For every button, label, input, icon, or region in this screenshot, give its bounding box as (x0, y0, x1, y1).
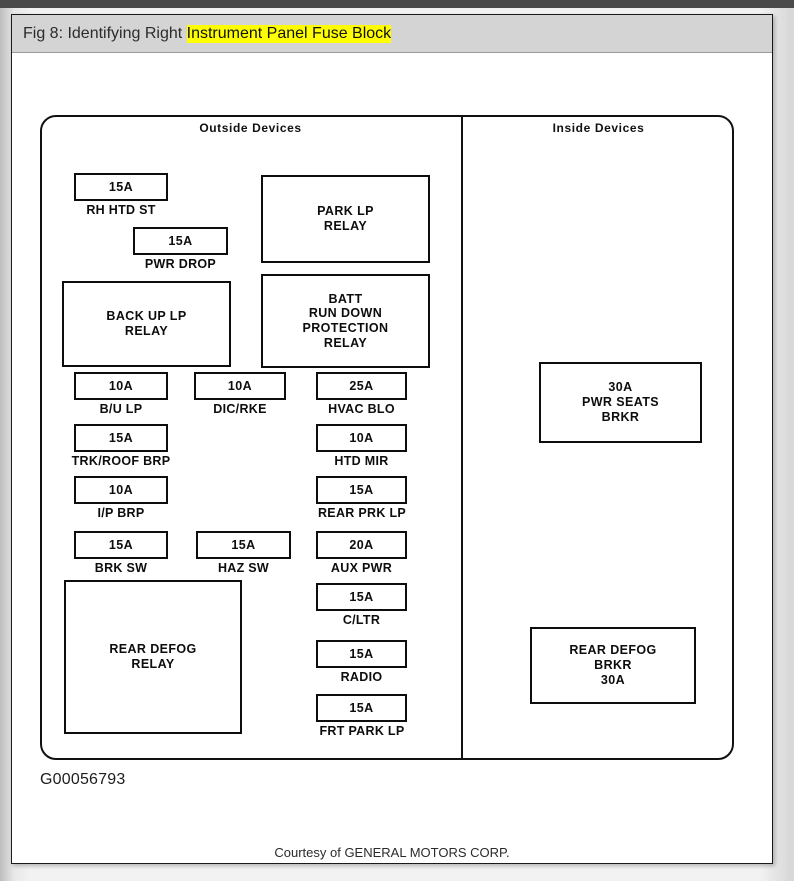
component-label-line: 10A (227, 378, 253, 393)
fuse-haz-sw: 15A (196, 531, 291, 559)
component-label-line: 30A (608, 380, 633, 395)
fuse-caption-trk-roof-brp: TRK/ROOF BRP (71, 454, 171, 468)
component-label-line: 15A (108, 430, 134, 445)
component-label-line: BRKR (601, 409, 640, 424)
component-label-line: 25A (349, 378, 374, 393)
component-label-line: RELAY (323, 219, 368, 233)
component-label-line: 10A (108, 378, 134, 393)
component-label-line: 15A (349, 700, 374, 715)
fuse-caption-dic-rke: DIC/RKE (213, 402, 267, 416)
component-label-line: PROTECTION (302, 321, 389, 335)
fuse-radio: 15A (316, 640, 407, 668)
fuse-caption-htd-mir: HTD MIR (334, 454, 389, 468)
figure-id-label: G00056793 (40, 771, 126, 788)
component-label-line: PWR SEATS (582, 395, 659, 410)
fuse-caption-pwr-drop: PWR DROP (144, 257, 217, 271)
fuse-pwr-drop: 15A (133, 227, 228, 255)
component-label-line: RELAY (124, 324, 169, 338)
window-top-bar (0, 0, 794, 8)
fuse-b-u-lp: 10A (74, 372, 168, 400)
fuse-caption-rear-prk-lp: REAR PRK LP (317, 506, 407, 520)
fuse-frt-park-lp: 15A (316, 694, 407, 722)
fuse-caption-hvac-blo: HVAC BLO (328, 402, 395, 416)
fuse-block-diagram: Outside Devices Inside Devices 15A RH HTD… (12, 53, 772, 863)
fuse-caption-frt-park-lp: FRT PARK LP (319, 724, 405, 738)
component-label-line: 15A (168, 233, 193, 248)
component-label-line: 15A (108, 537, 134, 552)
fuse-rh-htd-st: 15A (74, 173, 168, 201)
figure-header: Fig 8: Identifying Right Instrument Pane… (12, 15, 772, 53)
component-label-line: 10A (108, 482, 134, 497)
fuse-caption-c-ltr: C/LTR (342, 613, 381, 627)
fuse-aux-pwr: 20A (316, 531, 407, 559)
fuse-hvac-blo: 25A (316, 372, 407, 400)
component-label-line: 15A (349, 646, 374, 661)
component-label-line: REAR DEFOG (569, 643, 657, 658)
component-label-line: 30A (600, 672, 626, 687)
component-label-line: BACK UP LP (106, 309, 187, 324)
component-label-line: 15A (349, 589, 374, 604)
courtesy-label: Courtesy of GENERAL MOTORS CORP. (274, 845, 510, 860)
fuse-caption-rh-htd-st: RH HTD ST (86, 203, 156, 217)
section-title-inside-devices: Inside Devices (552, 121, 645, 135)
component-label-line: 10A (349, 430, 374, 445)
fuse-caption-i-p-brp: I/P BRP (97, 506, 145, 520)
component-label-line: 20A (349, 537, 374, 552)
component-label-line: 15A (108, 179, 134, 194)
component-label-line: 15A (349, 482, 374, 497)
fuse-dic-rke: 10A (194, 372, 286, 400)
fuse-c-ltr: 15A (316, 583, 407, 611)
fuse-trk-roof-brp: 15A (74, 424, 168, 452)
fuse-caption-aux-pwr: AUX PWR (330, 561, 393, 575)
fuse-block-outline (40, 115, 734, 760)
fuse-htd-mir: 10A (316, 424, 407, 452)
component-label-line: 15A (231, 537, 256, 552)
fuse-caption-b-u-lp: B/U LP (99, 402, 143, 416)
figure-header-lead: Fig 8: Identifying Right (23, 24, 187, 42)
figure-header-highlight: Instrument Panel Fuse Block (186, 24, 392, 43)
fuse-caption-haz-sw: HAZ SW (217, 561, 270, 575)
fuse-rear-prk-lp: 15A (316, 476, 407, 504)
component-label-line: BATT (328, 291, 363, 306)
component-label-line: PARK LP (317, 204, 374, 219)
component-label-line: BRKR (594, 658, 632, 673)
fuse-brk-sw: 15A (74, 531, 168, 559)
fuse-i-p-brp: 10A (74, 476, 168, 504)
fuse-block-divider (461, 115, 463, 760)
section-title-outside-devices: Outside Devices (199, 121, 302, 135)
component-label-line: RELAY (131, 657, 175, 671)
component-label-line: RELAY (323, 335, 368, 350)
component-label-line: RUN DOWN (308, 306, 383, 321)
document-card: Fig 8: Identifying Right Instrument Pane… (11, 14, 773, 864)
fuse-caption-brk-sw: BRK SW (94, 561, 148, 575)
component-label-line: REAR DEFOG (109, 642, 197, 657)
fuse-caption-radio: RADIO (340, 670, 383, 684)
